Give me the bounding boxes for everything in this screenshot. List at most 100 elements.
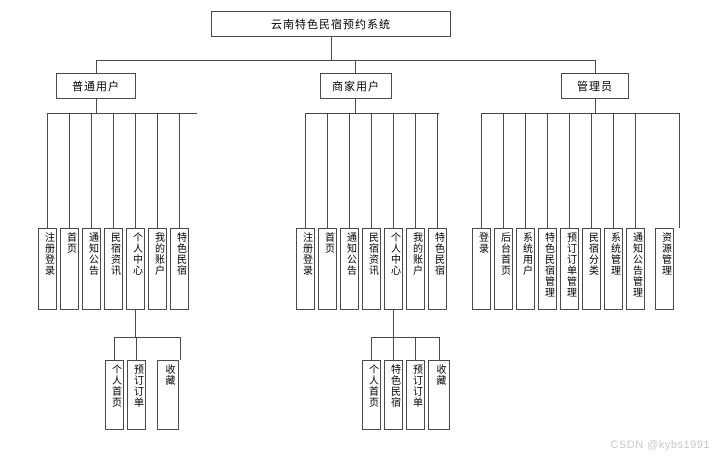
branch-1-sub-stem [135, 310, 136, 337]
leaf-node-label: 特色民宿 [174, 232, 186, 276]
branch-1-drop-2 [69, 113, 70, 228]
leaf-node[interactable]: 特色民宿 [170, 228, 189, 310]
top-drop-2 [355, 60, 356, 73]
sub-leaf-node-label: 特色民宿 [388, 364, 400, 408]
leaf-node-label: 民宿分类 [586, 232, 598, 276]
sub-leaf-node-label: 个人首页 [109, 364, 121, 408]
leaf-node[interactable]: 通知公告 [340, 228, 359, 310]
leaf-node[interactable]: 民宿分类 [582, 228, 601, 310]
sub-leaf-node-label: 收藏 [163, 364, 174, 386]
leaf-node-label: 登录 [476, 232, 488, 254]
leaf-node-label: 特色民宿 [432, 232, 444, 276]
branch-node-regular-user-label: 普通用户 [72, 81, 120, 93]
branch-3-drop-5 [569, 113, 570, 228]
sub-leaf-node[interactable]: 收藏 [157, 360, 179, 430]
branch-1-sub-drop-3 [180, 337, 181, 360]
branch-3-stem [595, 99, 596, 113]
leaf-node-label: 我的账户 [410, 232, 422, 276]
leaf-node[interactable]: 系统管理 [604, 228, 623, 310]
branch-2-sub-drop-3 [415, 337, 416, 360]
leaf-node-label: 民宿资讯 [108, 232, 120, 276]
branch-2-drop-4 [371, 113, 372, 228]
branch-2-drop-1 [305, 113, 306, 228]
branch-2-sub-bus [371, 337, 439, 338]
top-drop-1 [96, 60, 97, 73]
leaf-node-label: 个人中心 [388, 232, 400, 276]
branch-3-drop-4 [547, 113, 548, 228]
leaf-node-label: 首页 [64, 232, 76, 254]
branch-1-drop-1 [47, 113, 48, 228]
sub-leaf-node[interactable]: 预订订单 [127, 360, 146, 430]
branch-2-bus [305, 113, 439, 114]
branch-node-merchant-user-label: 商家用户 [332, 81, 380, 93]
leaf-node[interactable]: 特色民宿管理 [538, 228, 557, 310]
sub-leaf-node[interactable]: 个人首页 [362, 360, 381, 430]
top-drop-3 [595, 60, 596, 73]
leaf-node[interactable]: 个人中心 [126, 228, 145, 310]
leaf-node[interactable]: 首页 [60, 228, 79, 310]
leaf-node[interactable]: 我的账户 [406, 228, 425, 310]
leaf-node-label: 个人中心 [130, 232, 142, 276]
leaf-node[interactable]: 通知公告管理 [626, 228, 645, 310]
leaf-node-label: 通知公告管理 [630, 232, 642, 298]
branch-1-drop-4 [113, 113, 114, 228]
sub-leaf-node[interactable]: 预订订单 [406, 360, 425, 430]
branch-2-drop-6 [415, 113, 416, 228]
branch-3-drop-7 [613, 113, 614, 228]
leaf-node-label: 注册登录 [42, 232, 54, 276]
leaf-node[interactable]: 首页 [318, 228, 337, 310]
branch-2-drop-7 [437, 113, 438, 228]
leaf-node[interactable]: 资源管理 [655, 228, 674, 310]
branch-1-drop-6 [157, 113, 158, 228]
leaf-node-label: 资源管理 [659, 232, 671, 276]
branch-node-administrator[interactable]: 管理员 [561, 73, 629, 99]
branch-1-drop-7 [179, 113, 180, 228]
leaf-node-label: 特色民宿管理 [542, 232, 554, 298]
root-node[interactable]: 云南特色民宿预约系统 [211, 11, 451, 37]
sub-leaf-node-label: 个人首页 [366, 364, 378, 408]
root-stem [331, 37, 332, 60]
leaf-node[interactable]: 预订订单管理 [560, 228, 579, 310]
leaf-node[interactable]: 特色民宿 [428, 228, 447, 310]
branch-3-drop-1 [481, 113, 482, 228]
branch-3-bus [481, 113, 679, 114]
branch-2-sub-drop-2 [393, 337, 394, 360]
leaf-node[interactable]: 通知公告 [82, 228, 101, 310]
branch-1-stem [96, 99, 97, 113]
branch-1-drop-3 [91, 113, 92, 228]
branch-node-administrator-label: 管理员 [577, 81, 613, 93]
leaf-node[interactable]: 注册登录 [296, 228, 315, 310]
branch-2-drop-5 [393, 113, 394, 228]
leaf-node[interactable]: 民宿资讯 [362, 228, 381, 310]
leaf-node[interactable]: 注册登录 [38, 228, 57, 310]
leaf-node[interactable]: 系统用户 [516, 228, 535, 310]
branch-1-bus [47, 113, 197, 114]
sub-leaf-node[interactable]: 个人首页 [105, 360, 124, 430]
leaf-node[interactable]: 个人中心 [384, 228, 403, 310]
leaf-node-label: 系统管理 [608, 232, 620, 276]
branch-2-drop-3 [349, 113, 350, 228]
sub-leaf-node-label: 预订订单 [131, 364, 143, 408]
branch-2-sub-stem [393, 310, 394, 337]
branch-3-drop-2 [503, 113, 504, 228]
leaf-node-label: 后台首页 [498, 232, 510, 276]
sub-leaf-node[interactable]: 特色民宿 [384, 360, 403, 430]
leaf-node[interactable]: 民宿资讯 [104, 228, 123, 310]
sub-leaf-node[interactable]: 收藏 [428, 360, 450, 430]
branch-node-merchant-user[interactable]: 商家用户 [320, 73, 392, 99]
leaf-node-label: 注册登录 [300, 232, 312, 276]
leaf-node-label: 首页 [322, 232, 334, 254]
branch-1-sub-drop-2 [136, 337, 137, 360]
branch-2-sub-drop-4 [439, 337, 440, 360]
leaf-node-label: 通知公告 [344, 232, 356, 276]
watermark: CSDN @kybs1991 [610, 439, 710, 451]
root-node-label: 云南特色民宿预约系统 [271, 19, 391, 31]
leaf-node[interactable]: 我的账户 [148, 228, 167, 310]
branch-3-drop-3 [525, 113, 526, 228]
leaf-node-label: 通知公告 [86, 232, 98, 276]
leaf-node[interactable]: 后台首页 [494, 228, 513, 310]
branch-3-drop-9 [679, 113, 680, 228]
branch-node-regular-user[interactable]: 普通用户 [56, 73, 136, 99]
leaf-node[interactable]: 登录 [472, 228, 491, 310]
